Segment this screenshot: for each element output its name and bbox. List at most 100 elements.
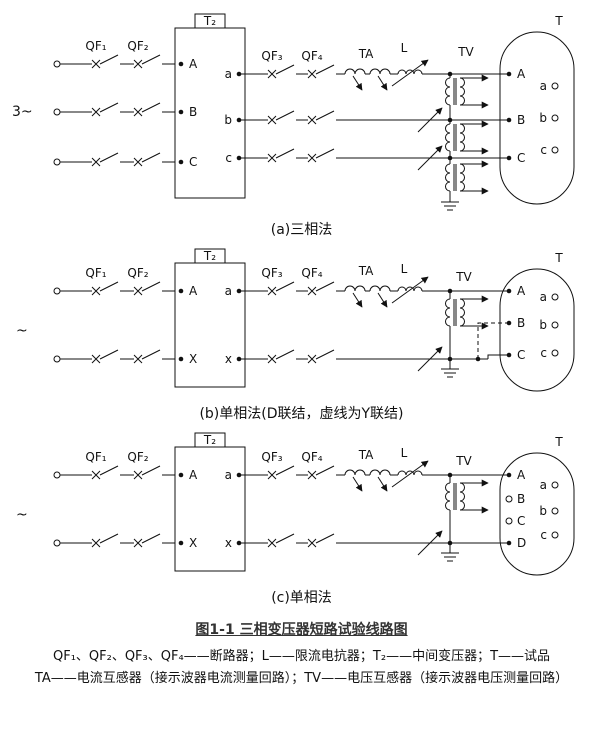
l-label: L bbox=[401, 262, 408, 276]
figure-page: 3~ QF₁ QF₂ QF₃ QF₄ T₂ TA L TV T A B C a … bbox=[0, 12, 603, 686]
t2-terminal: C bbox=[189, 155, 197, 169]
qf2-label: QF₂ bbox=[127, 39, 148, 53]
l-windings bbox=[397, 286, 423, 292]
ta-windings bbox=[344, 68, 391, 75]
ta-secondary-arrow bbox=[377, 292, 388, 308]
diagram-b-labels: ~ QF₁ QF₂ QF₃ QF₄ T₂ TA L TV T A X a x A… bbox=[16, 249, 563, 366]
tv-measurement-arrows bbox=[460, 74, 489, 195]
tv-primary-windings bbox=[445, 77, 451, 192]
qf3-label: QF₃ bbox=[261, 450, 282, 464]
t-terminal: B bbox=[517, 113, 525, 127]
t2-terminal: c bbox=[225, 151, 232, 165]
l-label: L bbox=[401, 446, 408, 460]
diagram-b: ~ QF₁ QF₂ QF₃ QF₄ T₂ TA L TV T A X a x A… bbox=[0, 245, 603, 423]
t-label: T bbox=[554, 14, 563, 28]
tv-secondary-windings bbox=[459, 77, 465, 192]
diagram-c-circuit: ~ QF₁ QF₂ QF₃ QF₄ T₂ TA L TV T A X a x A… bbox=[16, 432, 575, 576]
t2-label-box bbox=[194, 13, 226, 29]
t-terminal: a bbox=[540, 79, 547, 93]
diagram-b-circuit: ~ QF₁ QF₂ QF₃ QF₄ T₂ TA L TV T A X a x A… bbox=[16, 248, 575, 392]
ground-symbol bbox=[441, 552, 459, 562]
source-label: ~ bbox=[16, 507, 28, 523]
tv-primary-winding bbox=[445, 298, 451, 327]
t-terminal: A bbox=[517, 284, 526, 298]
test-transformer-open-terminals bbox=[551, 82, 559, 154]
adjust-arrow-phase-b bbox=[417, 107, 443, 133]
output-wires bbox=[239, 474, 509, 544]
source-label: ~ bbox=[16, 323, 28, 339]
t-terminal: c bbox=[540, 143, 547, 157]
t2-box bbox=[174, 446, 246, 572]
t-label: T bbox=[554, 251, 563, 265]
ta-windings bbox=[344, 285, 391, 292]
ta-windings bbox=[344, 469, 391, 476]
adjust-arrow-bottom bbox=[417, 530, 443, 556]
qf4-label: QF₄ bbox=[301, 266, 322, 280]
ground-symbol bbox=[441, 368, 459, 378]
adjust-arrow-bottom bbox=[417, 346, 443, 372]
t-terminal: B bbox=[517, 492, 525, 506]
ta-secondary-arrow bbox=[377, 476, 388, 492]
t2-label-box bbox=[194, 432, 226, 448]
t-terminal: A bbox=[517, 67, 526, 81]
t-terminal: C bbox=[517, 514, 525, 528]
ta-label: TA bbox=[358, 264, 374, 278]
adjust-arrow-phase-c bbox=[417, 145, 443, 171]
ta-label: TA bbox=[358, 448, 374, 462]
tv-cores bbox=[453, 483, 457, 510]
tv-label: TV bbox=[455, 270, 472, 284]
output-wires bbox=[239, 290, 509, 360]
tv-measurement-arrows bbox=[460, 295, 489, 330]
t-terminal: a bbox=[540, 290, 547, 304]
legend-line-1: QF₁、QF₂、QF₃、QF₄——断路器；L——限流电抗器；T₂——中间变压器；… bbox=[52, 649, 551, 664]
breaker-qf1-qf2-symbols bbox=[91, 281, 161, 364]
t2-label: T₂ bbox=[203, 433, 216, 447]
t2-box bbox=[174, 262, 246, 388]
t2-label: T₂ bbox=[203, 14, 216, 28]
l-adjust-arrow bbox=[391, 59, 429, 87]
qf1-label: QF₁ bbox=[85, 266, 106, 280]
qf4-label: QF₄ bbox=[301, 49, 322, 63]
test-transformer-open-terminals bbox=[551, 293, 559, 357]
tv-cores bbox=[453, 78, 457, 191]
d-connection-jumper bbox=[487, 354, 509, 359]
breaker-qf1-qf2-symbols bbox=[91, 54, 161, 167]
l-windings bbox=[397, 470, 423, 476]
tv-label: TV bbox=[457, 45, 474, 59]
t2-terminal: A bbox=[189, 284, 198, 298]
t-terminal: b bbox=[539, 111, 547, 125]
qf3-label: QF₃ bbox=[261, 266, 282, 280]
ta-secondary-arrow bbox=[377, 75, 388, 91]
l-label: L bbox=[401, 41, 408, 55]
qf2-label: QF₂ bbox=[127, 450, 148, 464]
t-terminal: b bbox=[539, 318, 547, 332]
t-terminal: c bbox=[540, 528, 547, 542]
tv-measurement-arrows bbox=[460, 479, 489, 514]
t2-terminal: B bbox=[189, 105, 197, 119]
diagram-a-labels: 3~ QF₁ QF₂ QF₃ QF₄ T₂ TA L TV T A B C a … bbox=[12, 14, 563, 169]
caption-a: (a)三相法 bbox=[270, 222, 333, 238]
caption-b: (b)单相法(D联结，虚线为Y联结) bbox=[199, 406, 404, 422]
test-transformer-open-terminals bbox=[505, 481, 559, 539]
t2-box bbox=[174, 27, 246, 199]
ground-symbol bbox=[441, 201, 459, 211]
ta-secondary-arrow bbox=[352, 292, 363, 308]
tv-secondary-winding bbox=[459, 298, 465, 327]
diagram-a: 3~ QF₁ QF₂ QF₃ QF₄ T₂ TA L TV T A B C a … bbox=[0, 12, 603, 239]
t-label: T bbox=[554, 435, 563, 449]
diagram-c: ~ QF₁ QF₂ QF₃ QF₄ T₂ TA L TV T A X a x A… bbox=[0, 429, 603, 607]
t2-label-box bbox=[194, 248, 226, 264]
test-transformer-outline bbox=[499, 452, 575, 576]
t-terminal: c bbox=[540, 346, 547, 360]
t2-terminal: x bbox=[225, 536, 232, 550]
t2-terminal: a bbox=[225, 468, 232, 482]
test-transformer-outline bbox=[499, 268, 575, 392]
source-terminals bbox=[53, 471, 61, 547]
tv-label: TV bbox=[455, 454, 472, 468]
t2-label: T₂ bbox=[203, 249, 216, 263]
t-terminal: b bbox=[539, 504, 547, 518]
qf4-label: QF₄ bbox=[301, 450, 322, 464]
t2-terminal: A bbox=[189, 57, 198, 71]
breaker-qf1-qf2-symbols bbox=[91, 465, 161, 548]
t2-terminal: a bbox=[225, 67, 232, 81]
